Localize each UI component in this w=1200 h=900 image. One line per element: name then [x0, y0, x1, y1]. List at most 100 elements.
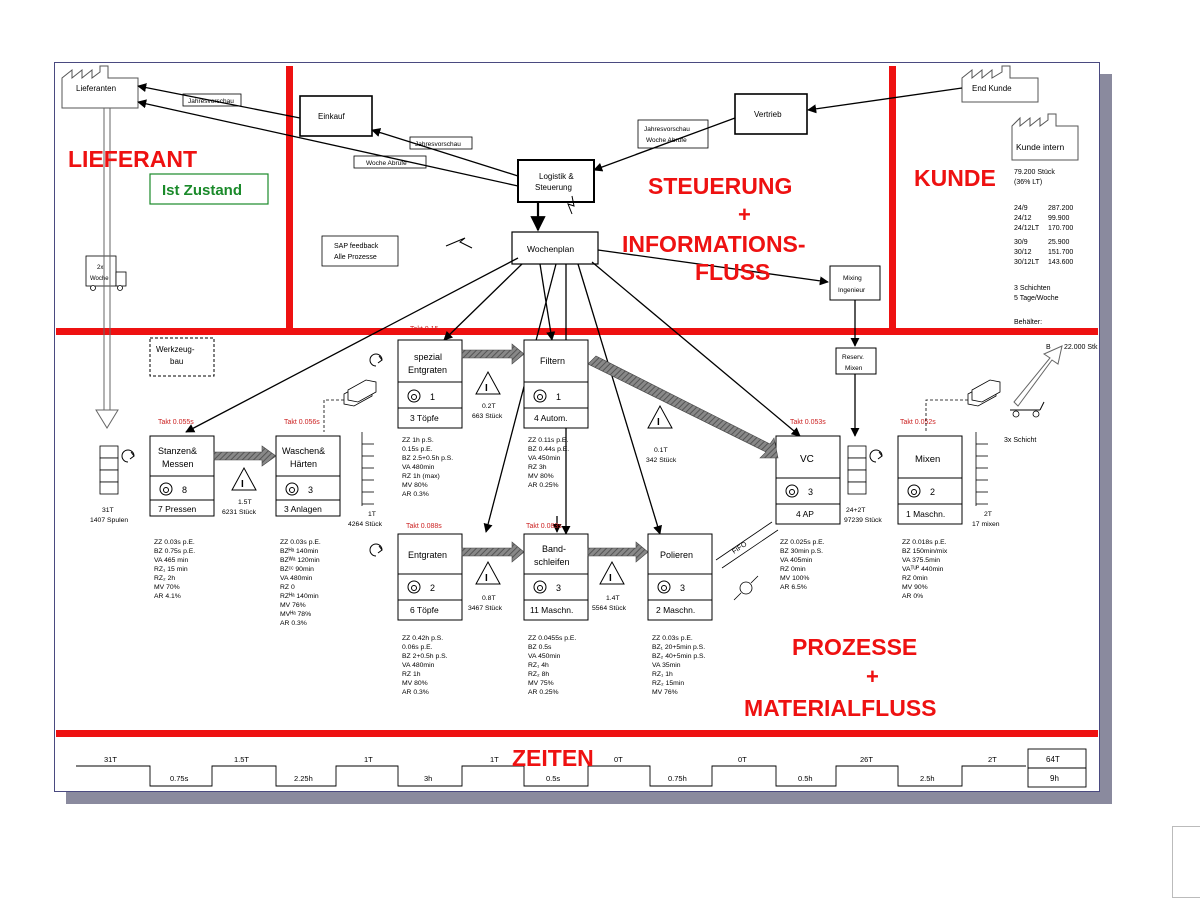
mixen-resource: 1 Maschn. — [906, 509, 945, 519]
svg-text:I: I — [241, 479, 244, 490]
region-informationsfluss-2: FLUSS — [695, 259, 770, 285]
shipping-arrow — [1010, 345, 1063, 418]
timeline-process-time: 0.5s — [546, 774, 560, 783]
data-line: RZ 0min — [780, 566, 806, 573]
mixen-takt: Takt 0.052s — [900, 419, 936, 426]
region-kunde: KUNDE — [914, 165, 996, 191]
werkzeugbau-label-2: bau — [170, 357, 183, 366]
data-line: ZZ 0.0455s p.E. — [528, 635, 576, 642]
data-line: VA 450min — [528, 455, 561, 462]
process-waschen — [275, 435, 341, 517]
polieren-resource: 2 Maschn. — [656, 605, 695, 615]
kanban-cards-icon — [343, 379, 1001, 407]
data-line: MV 80% — [402, 680, 428, 687]
timeline-process-time: 3h — [424, 774, 432, 783]
mixen-name: Mixen — [915, 454, 940, 465]
scrollbar-stub[interactable] — [1172, 826, 1200, 898]
data-line: RZ₁ 15 min — [154, 566, 188, 573]
data-line: MV 90% — [902, 584, 928, 591]
band-data: ZZ 0.0455s p.E. BZ 0.5s VA 450min RZ₁ 4h… — [528, 635, 576, 696]
customer-row-value: 25.900 — [1048, 239, 1070, 246]
data-line: RZ₁ 1h — [652, 671, 673, 678]
data-line: RZ 0min — [902, 575, 928, 582]
filtern-name: Filtern — [540, 356, 565, 366]
entgraten-resource: 6 Töpfe — [410, 605, 439, 615]
data-line: BZᴴᵃ 140min — [280, 548, 319, 555]
inv1-qty: 31T — [102, 507, 114, 514]
data-line: ZZ 0.42h p.S. — [402, 635, 443, 642]
inv1-pcs: 1407 Spulen — [90, 517, 128, 524]
stanzen-name-2: Messen — [162, 459, 194, 469]
customer-row-value: 170.700 — [1048, 225, 1073, 232]
customer-row-key: 30/9 — [1014, 239, 1028, 246]
logistik-box — [517, 159, 595, 203]
ist-zustand-box — [149, 173, 269, 205]
stanzen-data: ZZ 0.03s p.E. BZ 0.75s p.E. VA 465 min R… — [154, 539, 195, 600]
customer-row-value: 99.900 — [1048, 215, 1070, 222]
data-line: MV 80% — [528, 473, 554, 480]
customer-row-value: 143.600 — [1048, 259, 1073, 266]
inv5-pcs: 342 Stück — [646, 457, 677, 464]
spezial-operators: 1 — [430, 392, 435, 402]
process-spezial-entgraten — [397, 339, 463, 429]
data-line: RZ 0 — [280, 584, 295, 591]
sap-feedback-label-1: SAP feedback — [334, 243, 379, 250]
werkzeugbau-label-1: Werkzeug- — [156, 345, 195, 354]
data-line: VA 375.5min — [902, 557, 940, 564]
data-line: RZ 3h — [528, 464, 547, 471]
svg-text:I: I — [485, 573, 488, 584]
process-polieren — [647, 533, 713, 621]
band-name-2: schleifen — [534, 557, 570, 567]
data-line: 0.06s p.E. — [402, 644, 433, 651]
polieren-data: ZZ 0.03s p.E. BZ₁ 20+5min p.S. BZ₂ 40+5m… — [652, 635, 706, 696]
timeline-upper: 31T 1.5T 1T 1T 0T 0T 26T 2T — [104, 755, 997, 764]
fifo-lane: FIFO — [715, 521, 779, 569]
data-line: RZ 1h — [402, 671, 421, 678]
spezial-resource: 3 Töpfe — [410, 413, 439, 423]
data-line: ZZ 0.11s p.E. — [528, 437, 568, 444]
filtern-operators: 1 — [556, 392, 561, 402]
entgraten-data: ZZ 0.42h p.S. 0.06s p.E. BZ 2+0.5h p.S. … — [402, 635, 448, 696]
waschen-operators: 3 — [308, 485, 313, 495]
data-line: AR 0.25% — [528, 482, 559, 489]
data-line: VA 450min — [528, 653, 561, 660]
wochenplan-box — [511, 231, 599, 265]
supplier-push-arrow — [95, 108, 119, 429]
logistik-label-2: Steuerung — [535, 183, 572, 192]
data-line: BZᶜᶜ 90min — [280, 566, 314, 573]
vc-operators: 3 — [808, 487, 813, 497]
data-line: AR 0.3% — [280, 620, 307, 627]
timeline-inventory: 1T — [364, 755, 373, 764]
top-takt-label: Takt 0.15 — [410, 326, 439, 333]
stanzen-name-1: Stanzen& — [158, 446, 197, 456]
timeline-inventory: 26T — [860, 755, 873, 764]
band-operators: 3 — [556, 583, 561, 593]
data-line: RZ₂ 15min — [652, 680, 684, 687]
reserv-mixen-label-1: Reserv. — [842, 354, 864, 361]
inv7-qty: 1.4T — [606, 595, 620, 602]
polieren-operators: 3 — [680, 583, 685, 593]
wochenplan-label: Wochenplan — [527, 244, 574, 254]
supermarket-stanzen — [99, 445, 119, 495]
svg-text:I: I — [609, 573, 612, 584]
region-zeiten: ZEITEN — [512, 745, 594, 771]
timeline-process-time: 2.5h — [920, 774, 935, 783]
timeline-inventory: 1.5T — [234, 755, 249, 764]
data-line: RZ₂ 8h — [528, 671, 549, 678]
end-kunde-label: End Kunde — [972, 84, 1012, 93]
kunde-intern-label: Kunde intern — [1016, 142, 1064, 152]
mixing-ingenieur-label-2: Ingenieur — [838, 287, 866, 294]
data-line: BZ 2+0.5h p.S. — [402, 653, 448, 660]
data-line: RZ₁ 4h — [528, 662, 549, 669]
process-stanzen — [149, 435, 215, 517]
inv6-pcs: 3467 Stück — [468, 605, 503, 612]
region-plus-2: + — [866, 664, 879, 689]
timeline-lower: 0.75s 2.25h 3h 0.5s 0.75h 0.5h 2.5h — [170, 774, 935, 783]
timeline-inventory: 31T — [104, 755, 117, 764]
data-line: ZZ 0.025s p.E. — [780, 539, 825, 546]
svg-text:I: I — [657, 417, 660, 428]
data-line: VA 480min — [280, 575, 313, 582]
waschen-resource: 3 Anlagen — [284, 504, 322, 514]
data-line: VA 465 min — [154, 557, 188, 564]
